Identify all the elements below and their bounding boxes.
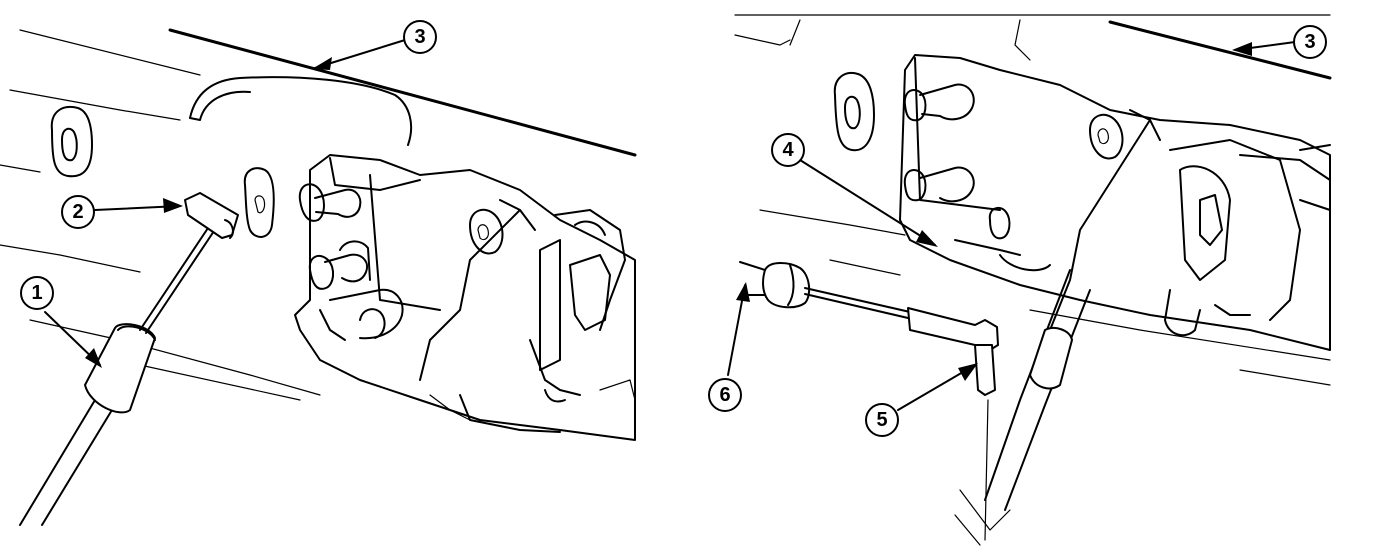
right-panel: 3 4 5 6 xyxy=(708,14,1332,546)
left-trim-edge-line xyxy=(168,28,637,157)
svg-text:1: 1 xyxy=(31,282,42,304)
callout-5-right: 5 xyxy=(865,403,899,437)
left-panel: 1 2 3 xyxy=(0,20,637,526)
callout-3-right: 3 xyxy=(1293,25,1327,59)
svg-text:2: 2 xyxy=(72,201,83,223)
left-leaders xyxy=(44,39,406,368)
callout-6-right: 6 xyxy=(708,378,742,412)
left-oval-slot xyxy=(50,106,93,178)
callout-4-right: 4 xyxy=(771,133,805,167)
left-latch-assembly xyxy=(294,154,636,441)
svg-text:5: 5 xyxy=(876,409,887,431)
callout-1-left: 1 xyxy=(20,276,54,310)
right-body-panel xyxy=(734,14,1331,386)
right-latch-assembly xyxy=(899,54,1331,351)
callout-2-left: 2 xyxy=(61,195,95,229)
right-leaders xyxy=(727,41,1296,411)
left-socket-oval xyxy=(243,167,275,238)
svg-text:4: 4 xyxy=(782,139,794,161)
left-release-tool xyxy=(19,192,239,526)
svg-text:3: 3 xyxy=(1304,31,1315,53)
left-body-panel xyxy=(0,29,413,401)
right-oval-slot xyxy=(833,72,875,152)
svg-text:3: 3 xyxy=(414,26,425,48)
right-trim-edge-line xyxy=(1108,20,1332,80)
svg-text:6: 6 xyxy=(719,384,730,406)
callout-3-left: 3 xyxy=(403,20,437,54)
right-pull-rod xyxy=(954,269,1091,546)
